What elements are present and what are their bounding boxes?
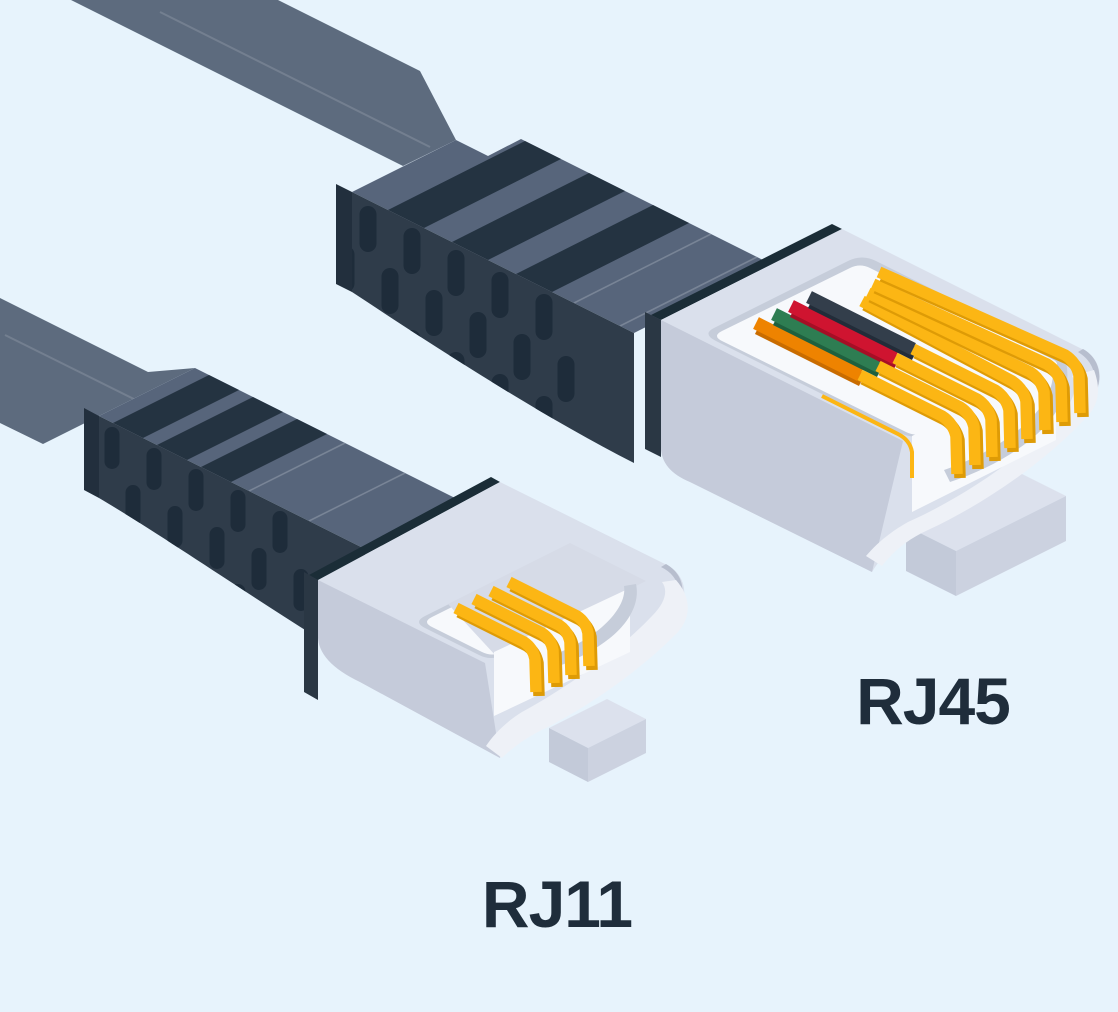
rj45-latch-tab bbox=[906, 471, 1066, 596]
rj45-boot-ridges bbox=[388, 141, 689, 292]
rj45-wire-green bbox=[771, 308, 881, 372]
rj45-nose-rim bbox=[866, 370, 1098, 566]
rj11-body-left-face bbox=[318, 580, 500, 758]
rj11-pin-4 bbox=[506, 576, 595, 667]
rj11-pin-1 bbox=[453, 602, 542, 693]
rj11-cable-seam bbox=[4, 334, 151, 408]
rj45-gold-accent-line bbox=[821, 394, 914, 478]
rj45-label: RJ45 bbox=[856, 664, 1010, 738]
rj45-pin-3 bbox=[892, 352, 998, 458]
rj45-boot-end-face bbox=[645, 312, 661, 457]
rj45-boot-body-seam bbox=[651, 224, 842, 320]
rj45-boot-seam bbox=[619, 256, 758, 327]
rj11-label: RJ11 bbox=[482, 867, 632, 941]
rj11-body-corner-edge bbox=[661, 564, 683, 614]
rj11-boot-seam bbox=[308, 472, 406, 522]
rj11-boot-ridges bbox=[113, 375, 327, 482]
rj45-pin-8 bbox=[876, 266, 1086, 414]
rj45-cable-seam bbox=[159, 11, 431, 148]
rj45-cable bbox=[71, 0, 456, 166]
rj45-wires bbox=[753, 291, 919, 387]
rj11-plug-body bbox=[318, 482, 688, 758]
rj11-gold-contacts bbox=[453, 576, 598, 697]
rj11-nose-rim bbox=[486, 580, 688, 758]
rj45-body-left-face bbox=[661, 320, 903, 572]
rj45-pin-5 bbox=[859, 295, 1033, 440]
rj45-pin-6 bbox=[865, 287, 1051, 431]
rj11-pin-2 bbox=[471, 593, 560, 684]
rj45-plug-body bbox=[661, 229, 1100, 572]
rj45-pin-4 bbox=[910, 343, 1016, 449]
rj45-wire-dark bbox=[806, 291, 916, 355]
rj11-latch-tab bbox=[549, 699, 646, 782]
rj11-boot-end-face bbox=[304, 572, 318, 700]
rj45-wire-orange bbox=[753, 317, 863, 381]
rj11-boot-seam bbox=[248, 442, 346, 492]
rj45-pin-1 bbox=[857, 369, 963, 475]
rj45-gold-contacts bbox=[857, 266, 1089, 479]
rj11-pin-3 bbox=[488, 585, 577, 676]
rj11-boot-end-cap bbox=[84, 408, 99, 498]
rj45-pin-2 bbox=[875, 360, 981, 466]
rj11-cable bbox=[0, 298, 195, 444]
rj11-connector bbox=[0, 298, 688, 782]
rj45-boot-end-cap bbox=[336, 184, 352, 292]
rj45-connector bbox=[71, 0, 1100, 596]
rj45-boot-seam bbox=[573, 233, 712, 304]
rj11-boot bbox=[84, 368, 500, 700]
rj45-pin-7 bbox=[870, 278, 1068, 423]
rj45-wire-red bbox=[788, 300, 898, 364]
rj11-boot-body-seam bbox=[309, 477, 500, 580]
